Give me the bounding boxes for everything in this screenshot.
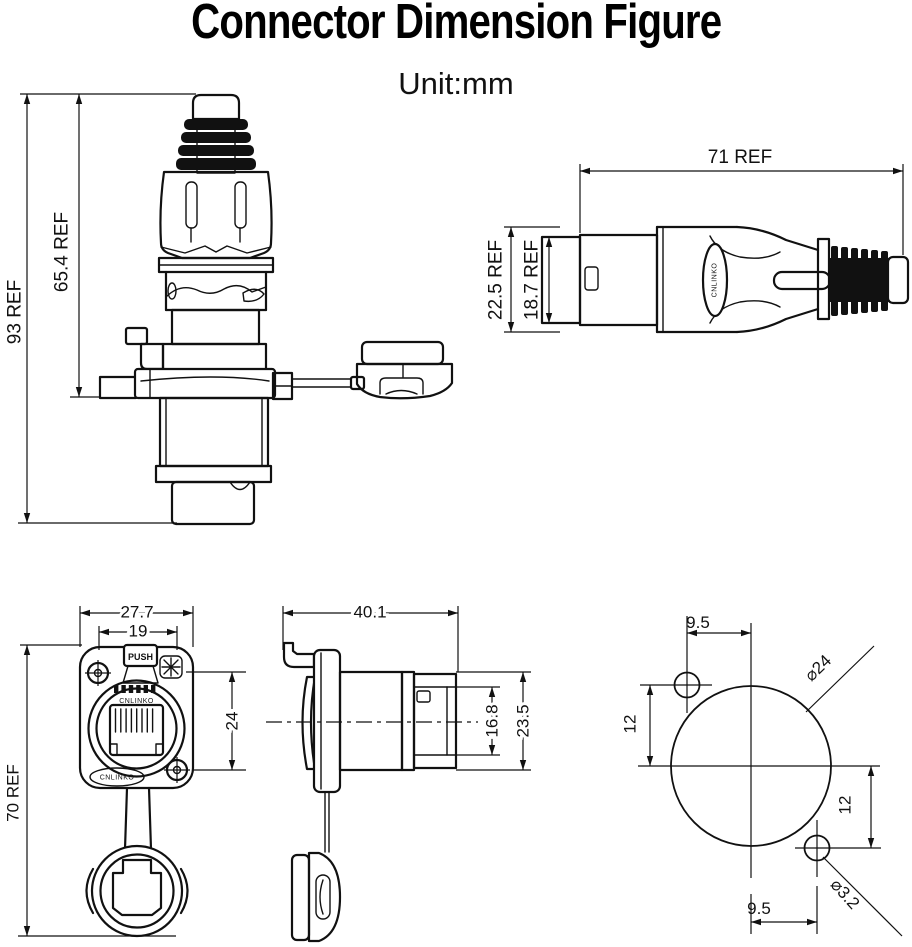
dim-outer-depth-label: 23.5 [514,704,533,737]
dim-profile-length-label: 40.1 [353,603,386,622]
socket-dust-cap-closed [355,340,454,400]
plug-dimensions: 71 REF 22.5 REF 18.7 REF [483,147,904,333]
dim-flange-width-label: 27.7 [120,603,153,622]
dim-inner-depth-label: 16.8 [483,704,502,737]
socket-profile-dust-cap [290,791,342,943]
view-socket-front: PUSH [4,600,246,938]
dim-body-height-label: 65.4 REF [52,212,73,292]
socket-side-dimensions: 93 REF 65.4 REF [5,93,196,524]
socket-front-dimensions: 27.7 19 24 70 REF [4,600,246,937]
socket-front-dust-cap [85,786,189,938]
plug-logo-text: CNLINKO [712,263,719,298]
dim-plug-length-label: 71 REF [708,147,772,168]
page-title: Connector Dimension Figure [0,0,912,50]
dim-right-offset-label: 12 [836,796,855,815]
cutout-dimensions: 9.5 12 ⌀24 12 9.5 ⌀3.2 [621,613,903,937]
socket-profile-body [266,641,478,794]
view-socket-side: 93 REF 65.4 REF [5,93,454,526]
unit-label: Unit:mm [398,66,514,101]
push-label: PUSH [128,652,153,662]
socket-body [98,93,366,526]
dim-front-total-height-label: 70 REF [4,764,23,822]
dim-top-offset-label: 9.5 [686,613,710,632]
dim-inner-width-label: 19 [129,622,148,641]
dim-plug-outer-height-label: 22.5 REF [486,240,507,320]
page-title-text: Connector Dimension Figure [190,0,722,49]
dim-left-offset-label: 12 [621,715,640,734]
dim-total-height-label: 93 REF [5,280,26,344]
view-panel-cutout: 9.5 12 ⌀24 12 9.5 ⌀3.2 [621,613,903,937]
socket-logo-arc: CNLINKO [119,698,154,705]
dim-screw-spacing-label: 24 [223,712,242,731]
view-plug-side: CNLINKO 71 REF 22 [483,147,910,334]
dim-main-diameter-label: ⌀24 [801,651,835,685]
dim-bottom-offset-label: 9.5 [747,899,771,918]
socket-logo-badge: CNLINKO [100,775,135,782]
socket-profile-dimensions: 40.1 16.8 23.5 [282,600,536,771]
socket-front-flange: PUSH [78,643,195,790]
view-socket-profile: 40.1 16.8 23.5 [266,600,536,943]
dim-plug-inner-height-label: 18.7 REF [522,240,543,320]
plug-body: CNLINKO [540,225,910,334]
dim-screw-hole-diameter-label: ⌀3.2 [827,875,864,913]
